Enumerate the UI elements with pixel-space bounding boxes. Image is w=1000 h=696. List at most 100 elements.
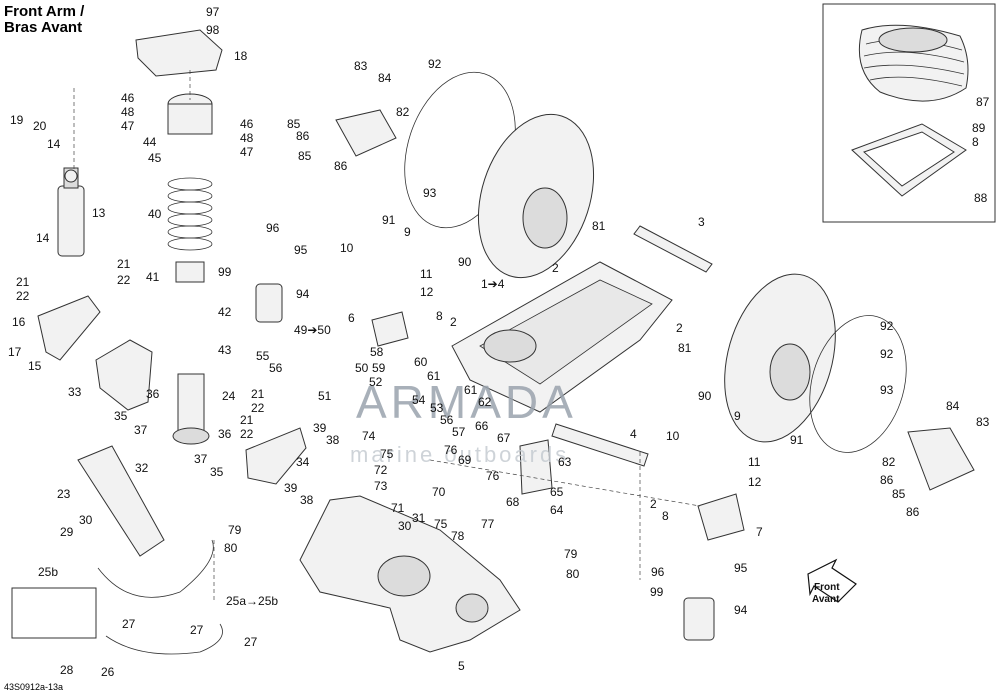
callout-11: 11	[420, 267, 433, 281]
callout-15: 15	[28, 359, 42, 373]
callout-10: 10	[666, 429, 680, 443]
callout-32: 32	[135, 461, 149, 475]
shaft-4	[551, 423, 649, 467]
callout-30: 30	[79, 513, 93, 527]
callout-22: 22	[251, 401, 265, 415]
callout-17: 17	[8, 345, 22, 359]
callout-24: 24	[222, 389, 236, 403]
callout-52: 52	[369, 375, 383, 389]
watermark-brand: ARMADA	[356, 376, 577, 428]
callout-16: 16	[12, 315, 26, 329]
callout-45: 45	[148, 151, 162, 165]
callout-59: 59	[372, 361, 386, 375]
callout-91: 91	[790, 433, 804, 447]
callout-22: 22	[16, 289, 30, 303]
front-arm-frame	[451, 261, 673, 413]
front-arrow-label-fr: Avant	[812, 594, 840, 605]
callout-76: 76	[444, 443, 458, 457]
callout-36: 36	[218, 427, 232, 441]
callout-84: 84	[378, 71, 392, 85]
callout-86: 86	[880, 473, 894, 487]
bellows-94-right	[683, 597, 715, 641]
callout-13: 13	[92, 206, 106, 220]
callout-2: 2	[650, 497, 657, 511]
callout-82: 82	[396, 105, 410, 119]
callout-12: 12	[420, 285, 434, 299]
callout-9: 9	[734, 409, 741, 423]
callout-85: 85	[892, 487, 906, 501]
callout-19: 19	[10, 113, 24, 127]
callout-37: 37	[194, 452, 208, 466]
callout-83: 83	[354, 59, 368, 73]
pivot-housing-5	[299, 495, 521, 653]
callout-96: 96	[266, 221, 280, 235]
hydraulic-cylinder-23	[77, 445, 165, 557]
callout-86: 86	[296, 129, 310, 143]
callout-65: 65	[550, 485, 564, 499]
callout-2: 2	[676, 321, 683, 335]
inset-box-25b	[11, 587, 97, 639]
callout-94: 94	[296, 287, 310, 301]
callout-21: 21	[240, 413, 254, 427]
callout-67: 67	[497, 431, 511, 445]
callout-29: 29	[60, 525, 74, 539]
mount-63	[519, 439, 553, 495]
callout-85: 85	[298, 149, 312, 163]
diagram-title-line2: Bras Avant	[4, 19, 83, 36]
callout-38: 38	[326, 433, 340, 447]
callout-2: 2	[450, 315, 457, 329]
bearing-housing-82-right	[907, 427, 975, 491]
callout-27: 27	[244, 635, 258, 649]
callout-55: 55	[256, 349, 270, 363]
callout-79: 79	[228, 523, 242, 537]
callout-40: 40	[148, 207, 162, 221]
callout-76: 76	[486, 469, 500, 483]
callout-84: 84	[946, 399, 960, 413]
callout-70: 70	[432, 485, 446, 499]
callout-81: 81	[678, 341, 692, 355]
callout-85: 85	[287, 117, 301, 131]
callout-39: 39	[313, 421, 327, 435]
callout-58: 58	[370, 345, 384, 359]
callout-38: 38	[300, 493, 314, 507]
callout-22: 22	[240, 427, 254, 441]
watermark: ARMADA marine outboards	[350, 376, 577, 467]
callout-48: 48	[121, 105, 135, 119]
callout-39: 39	[284, 481, 298, 495]
callout-14: 14	[47, 137, 61, 151]
callout-57: 57	[452, 425, 466, 439]
callout-30: 30	[398, 519, 412, 533]
spring-housing-44	[167, 93, 213, 135]
callout-1-4: 1➔4	[481, 277, 505, 291]
callout-6: 6	[348, 311, 355, 325]
bearing-housing-82-left	[335, 109, 397, 157]
drive-disc-90-right	[724, 273, 836, 443]
mount-7	[697, 493, 745, 541]
callout-89: 89	[972, 121, 986, 135]
callout-83: 83	[976, 415, 990, 429]
callout-92: 92	[428, 57, 442, 71]
callout-11: 11	[748, 455, 761, 469]
callout-60: 60	[414, 355, 428, 369]
callout-8: 8	[662, 509, 669, 523]
callout-94: 94	[734, 603, 748, 617]
callout-71: 71	[391, 501, 405, 515]
callout-9: 9	[404, 225, 411, 239]
callout-14: 14	[36, 231, 50, 245]
mount-6	[371, 311, 409, 347]
callout-25b: 25b	[38, 565, 58, 579]
drive-disc-90-left	[477, 113, 595, 279]
callout-37: 37	[134, 423, 148, 437]
callout-47: 47	[240, 145, 254, 159]
callout-27: 27	[122, 617, 136, 631]
strut-tube-24	[172, 373, 210, 445]
callout-21: 21	[251, 387, 265, 401]
callout-99: 99	[650, 585, 664, 599]
callout-62: 62	[478, 395, 492, 409]
callout-20: 20	[33, 119, 47, 133]
front-arrow-label-en: Front	[814, 582, 840, 593]
callout-10: 10	[340, 241, 354, 255]
callout-44: 44	[143, 135, 157, 149]
callout-8: 8	[972, 135, 979, 149]
callout-33: 33	[68, 385, 82, 399]
